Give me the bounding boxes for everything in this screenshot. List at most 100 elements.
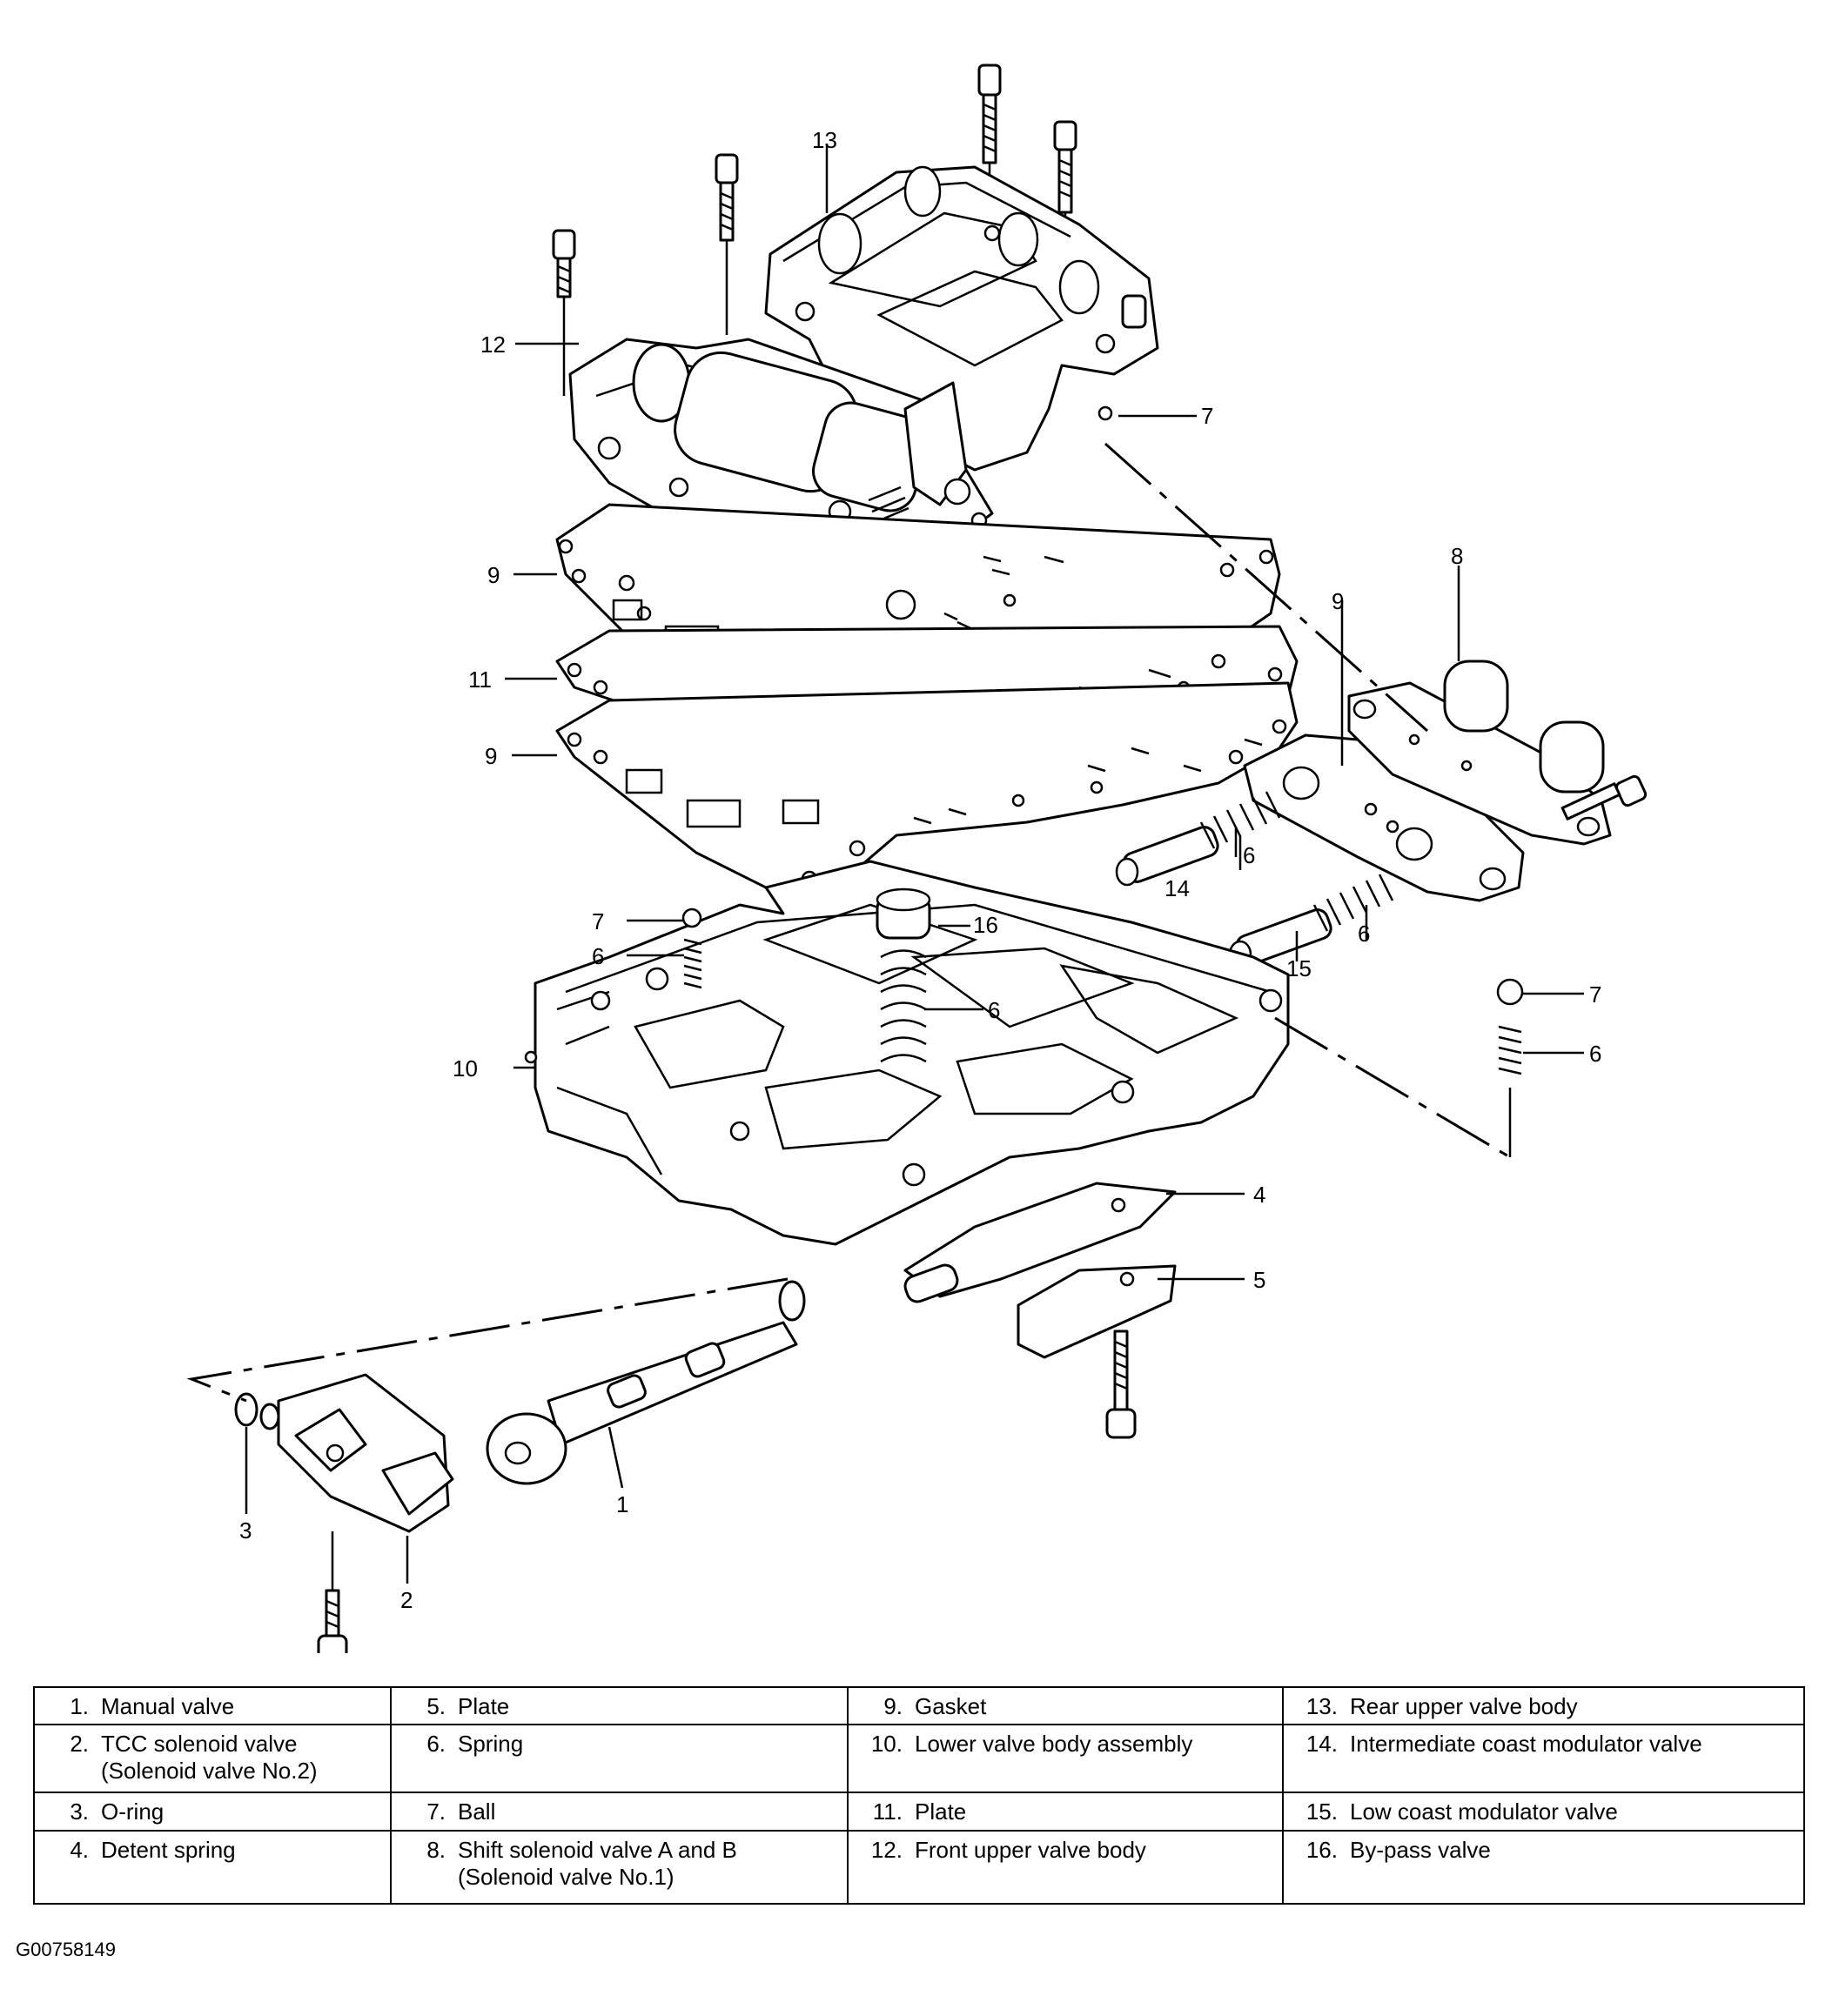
legend-num: 7. — [426, 1798, 446, 1825]
lower-valve-body-assembly-10 — [524, 860, 1290, 1246]
legend-label: Rear upper valve body — [1350, 1693, 1578, 1719]
legend-num: 13. — [1305, 1693, 1338, 1719]
legend-label: Spring — [458, 1731, 524, 1757]
legend-label-line2: (Solenoid valve No.2) — [101, 1758, 318, 1784]
callout-13: 13 — [812, 127, 837, 153]
spring-6-valve15 — [1312, 874, 1394, 932]
legend-label: Ball — [458, 1798, 496, 1825]
callout-9-upper: 9 — [487, 562, 500, 588]
legend-cell: 15.Low coast modulator valve — [1282, 1792, 1805, 1832]
legend-label: By-pass valve — [1350, 1837, 1491, 1863]
legend-num: 3. — [70, 1798, 89, 1825]
callout-11: 11 — [468, 666, 492, 693]
legend-label-line2: (Solenoid valve No.1) — [458, 1864, 675, 1890]
parts-legend-table: 1. Manual valve 5. Plate 9. Gasket 13. Rear … — [33, 1686, 1805, 1905]
ball-7-top — [1097, 405, 1113, 421]
callout-7-left: 7 — [592, 908, 604, 934]
bolt-top-right — [1053, 120, 1077, 214]
legend-cell: 6. Spring — [390, 1724, 849, 1793]
spring-6-left — [683, 938, 702, 989]
callout-4: 4 — [1253, 1182, 1265, 1208]
legend-num: 8. — [426, 1837, 446, 1863]
legend-cell: 13. Rear upper valve body — [1282, 1686, 1805, 1725]
gasket-9-lower — [555, 681, 1299, 898]
exploded-valve-body-diagram: 13 12 7 9 11 9 8 9 6 14 6 15 7 16 6 6 10… — [186, 64, 1648, 1653]
plate-5 — [1017, 1264, 1177, 1359]
bolt-top-left-1 — [715, 153, 739, 242]
legend-cell: 7. Ball — [390, 1792, 849, 1832]
legend-label: Intermediate coast modulator valve — [1350, 1731, 1702, 1757]
legend-cell: 5. Plate — [390, 1686, 849, 1725]
legend-cell: 12. Front upper valve body — [847, 1830, 1284, 1905]
legend-label: Plate — [915, 1798, 967, 1825]
callout-5: 5 — [1253, 1267, 1265, 1293]
legend-cell: 2. TCC solenoid valve(Solenoid valve No.2… — [33, 1724, 392, 1793]
callout-12: 12 — [480, 332, 506, 358]
legend-label: Front upper valve body — [915, 1837, 1146, 1863]
legend-num: 11. — [872, 1798, 903, 1825]
bolt-tcc-solenoid — [317, 1589, 348, 1653]
spring-6-right — [1498, 1025, 1522, 1075]
legend-label-line1: TCC solenoid valve — [101, 1731, 298, 1757]
callout-15: 15 — [1286, 955, 1312, 981]
legend-label: Manual valve — [101, 1693, 235, 1719]
ball-7-right — [1496, 978, 1524, 1006]
gasket-9-right — [1243, 733, 1525, 902]
legend-label-line1: Shift solenoid valve A and B — [458, 1837, 737, 1863]
callout-6-valve15: 6 — [1358, 921, 1370, 947]
legend-label: Detent spring — [101, 1837, 236, 1863]
legend-num: 14. — [1305, 1731, 1338, 1757]
legend-cell: 14. Intermediate coast modulator valve — [1282, 1724, 1805, 1793]
legend-num: 2. — [70, 1731, 89, 1757]
callout-16: 16 — [973, 912, 998, 938]
legend-num: 15. — [1305, 1798, 1338, 1825]
callout-1: 1 — [616, 1491, 628, 1517]
bolt-solenoid-8 — [1560, 774, 1648, 820]
callout-7-right: 7 — [1589, 981, 1601, 1008]
by-pass-valve-16 — [876, 887, 931, 940]
callout-7-top: 7 — [1201, 403, 1213, 429]
legend-num: 9. — [883, 1693, 903, 1719]
legend-label: Shift solenoid valve A and B(Solenoid va… — [458, 1837, 737, 1891]
callout-14: 14 — [1164, 875, 1190, 901]
shift-solenoid-valve-8 — [1347, 660, 1612, 846]
legend-label: Gasket — [915, 1693, 987, 1719]
callout-3: 3 — [239, 1517, 252, 1544]
legend-num: 10. — [870, 1731, 903, 1757]
legend-cell: 9. Gasket — [847, 1686, 1284, 1725]
legend-cell: 4. Detent spring — [33, 1830, 392, 1905]
legend-cell: 3. O-ring — [33, 1792, 392, 1832]
legend-num: 5. — [426, 1693, 446, 1719]
legend-num: 12. — [870, 1837, 903, 1863]
bolt-plate-5 — [1105, 1329, 1137, 1439]
legend-num: 16. — [1305, 1837, 1338, 1863]
manual-valve-1 — [486, 1280, 806, 1485]
legend-num: 4. — [70, 1837, 89, 1863]
figure-id: G00758149 — [16, 1939, 116, 1960]
callout-6-right: 6 — [1589, 1041, 1601, 1067]
ball-7-left — [681, 908, 702, 928]
callout-9-lower: 9 — [485, 743, 497, 769]
callout-6-center: 6 — [988, 997, 1000, 1023]
bolt-top-left-2 — [552, 229, 576, 298]
legend-num: 6. — [426, 1731, 446, 1757]
bolt-top-center — [977, 64, 1002, 164]
callout-6-valve14: 6 — [1243, 842, 1255, 868]
o-ring-3 — [234, 1392, 258, 1427]
legend-label: TCC solenoid valve(Solenoid valve No.2) — [101, 1731, 318, 1785]
spring-6-valve14 — [1199, 791, 1281, 849]
tcc-solenoid-valve-2 — [259, 1373, 454, 1533]
callout-6-left: 6 — [592, 943, 604, 969]
legend-label: O-ring — [101, 1798, 164, 1825]
legend-label: Plate — [458, 1693, 510, 1719]
callout-10: 10 — [453, 1055, 478, 1082]
detent-spring-4 — [903, 1182, 1177, 1303]
legend-cell: 8. Shift solenoid valve A and B(Solenoid … — [390, 1830, 849, 1905]
legend-cell: 10. Lower valve body assembly — [847, 1724, 1284, 1793]
callout-8: 8 — [1451, 543, 1463, 569]
legend-cell: 1. Manual valve — [33, 1686, 392, 1725]
callout-9-right: 9 — [1332, 588, 1344, 614]
legend-label: Lower valve body assembly — [915, 1731, 1193, 1757]
spring-6-center — [880, 949, 927, 1063]
legend-num: 1. — [70, 1693, 89, 1719]
